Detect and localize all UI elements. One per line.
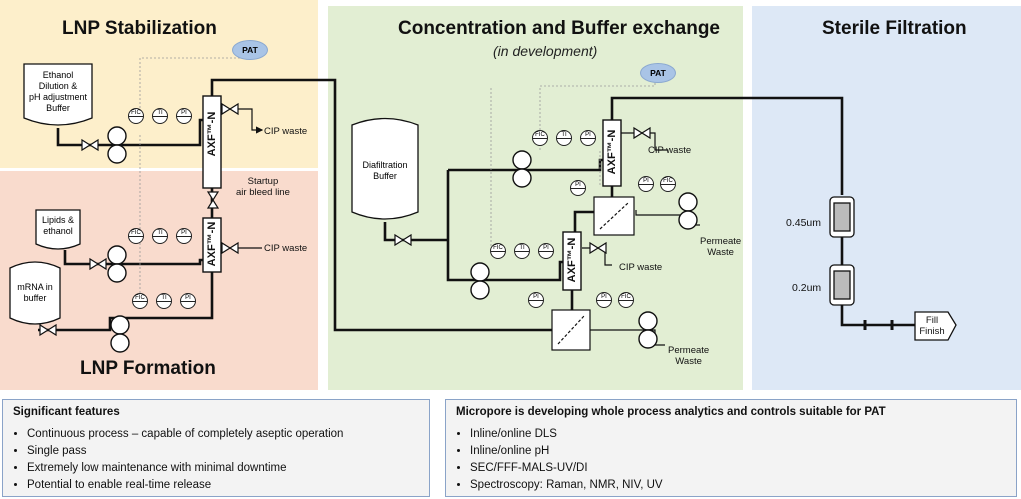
pat-bubble-stabilization: PAT: [232, 40, 268, 60]
instrument-pi: PI: [176, 108, 192, 124]
instrument-pi: PI: [570, 180, 586, 196]
sterile-feed-line: [610, 96, 844, 195]
instrument-pi: PI: [596, 292, 612, 308]
axf-label-stabilization: AXF™-N: [206, 111, 218, 157]
instrument-fic: FIC: [618, 292, 634, 308]
cip-waste-label: CIP waste: [264, 126, 308, 137]
axf-unit-lower: [562, 231, 582, 291]
feature-item: Extremely low maintenance with minimal d…: [27, 460, 343, 477]
valve: [206, 191, 220, 209]
axf-unit-upper: [602, 119, 622, 187]
instrument-fic: FIC: [128, 228, 144, 244]
analytics-item: Inline/online DLS: [470, 426, 663, 443]
instrument-fic: FIC: [532, 130, 548, 146]
pump: [470, 262, 490, 300]
cip-waste-label: CIP waste: [264, 243, 308, 254]
vessel-lipids: [35, 209, 81, 250]
instrument-ti: TI: [152, 228, 168, 244]
pump: [678, 192, 698, 230]
valve: [221, 241, 239, 255]
axf-label-lower: AXF™-N: [566, 237, 578, 283]
significant-features-panel: Significant features Continuous process …: [2, 399, 430, 497]
title-lnp-stabilization: LNP Stabilization: [62, 18, 217, 39]
pump: [107, 126, 127, 164]
pump: [110, 315, 130, 353]
pat-bubble-concentration: PAT: [640, 63, 676, 83]
instrument-ti: TI: [514, 243, 530, 259]
feature-item: Potential to enable real-time release: [27, 477, 343, 494]
valve: [221, 102, 239, 116]
instrument-pi: PI: [176, 228, 192, 244]
valve: [89, 257, 107, 271]
instrument-pi: PI: [638, 176, 654, 192]
instrument-fic: FIC: [132, 293, 148, 309]
analytics-item: Inline/online pH: [470, 443, 663, 460]
valve: [589, 241, 607, 255]
tff-filter-upper: [593, 196, 635, 236]
instrument-pi: PI: [528, 292, 544, 308]
valve: [633, 126, 651, 140]
axf-unit-stabilization: [202, 95, 222, 189]
tff-filter-lower: [551, 309, 591, 351]
feature-item: Continuous process – capable of complete…: [27, 426, 343, 443]
title-sterile-filtration: Sterile Filtration: [822, 18, 967, 39]
title-lnp-formation: LNP Formation: [80, 358, 216, 379]
instrument-fic: FIC: [660, 176, 676, 192]
cip-waste-label: CIP waste: [648, 145, 692, 156]
instrument-pi: PI: [538, 243, 554, 259]
instrument-ti: TI: [556, 130, 572, 146]
instrument-pi: PI: [580, 130, 596, 146]
subtitle-in-development: (in development): [493, 43, 598, 59]
valve: [81, 138, 99, 152]
instrument-ti: TI: [152, 108, 168, 124]
valve: [863, 320, 894, 330]
vessel-diafiltration: [351, 117, 419, 220]
pump: [107, 245, 127, 283]
instrument-ti: TI: [156, 293, 172, 309]
instrument-fic: FIC: [490, 243, 506, 259]
valve: [39, 323, 57, 337]
significant-features-title: Significant features: [13, 406, 120, 418]
axf-label-formation: AXF™-N: [206, 221, 218, 267]
filter-045-label: 0.45um: [786, 217, 822, 229]
vessel-mrna: [9, 261, 61, 325]
stab-feed-line: [56, 128, 120, 147]
title-concentration: Concentration and Buffer exchange: [398, 18, 720, 39]
feature-item: Single pass: [27, 443, 343, 460]
analytics-item: Spectroscopy: Raman, NMR, NIV, UV: [470, 477, 663, 494]
instrument-fic: FIC: [128, 108, 144, 124]
pump: [512, 150, 532, 188]
micropore-panel: Micropore is developing whole process an…: [445, 399, 1017, 497]
instrument-pi: PI: [180, 293, 196, 309]
pump: [638, 311, 658, 349]
analytics-item: SEC/FFF-MALS-UV/DI: [470, 460, 663, 477]
axf-label-upper: AXF™-N: [606, 129, 618, 175]
fill-finish-box: [914, 311, 957, 341]
micropore-title: Micropore is developing whole process an…: [456, 406, 886, 418]
vessel-ethanol: [23, 63, 93, 126]
axf-unit-formation: [202, 217, 222, 273]
vessel-lipids-label: Lipids &ethanol: [41, 215, 75, 236]
filter-02-label: 0.2um: [792, 282, 822, 294]
valve: [394, 233, 412, 247]
transfer-line: [210, 78, 560, 332]
cip-waste-label: CIP waste: [619, 262, 663, 273]
